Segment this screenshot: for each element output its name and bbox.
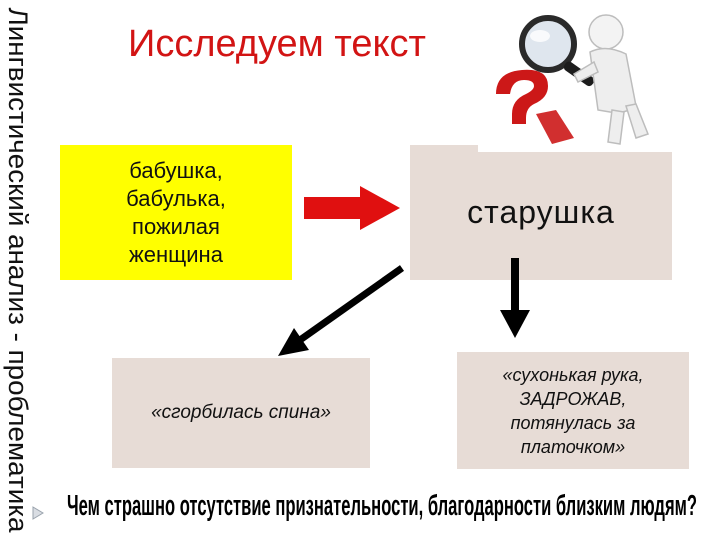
main-word-box: старушка (410, 145, 672, 280)
bottom-question-text: Чем страшно отсутствие признательности, … (67, 490, 697, 522)
detail-hand-text: «сухонькая рука, ЗАДРОЖАВ, потянулась за… (502, 364, 644, 457)
main-word-text: старушка (467, 194, 615, 230)
slide-title: Исследуем текст (128, 23, 426, 65)
synonyms-box: бабушка, бабулька, пожилая женщина (60, 145, 292, 280)
diagonal-down-left-arrow-icon (278, 265, 405, 356)
magnifier-figure-icon (496, 14, 649, 145)
bottom-question: Чем страшно отсутствие признательности, … (62, 487, 702, 523)
detail-back-box: «сгорбилась спина» (112, 358, 370, 468)
figure-icon (573, 14, 649, 145)
side-title-text: Лингвистический анализ - проблематика (3, 8, 33, 534)
detail-hand-box: «сухонькая рука, ЗАДРОЖАВ, потянулась за… (457, 352, 689, 469)
red-right-arrow-icon (304, 186, 400, 230)
chevron-right-icon[interactable] (32, 506, 44, 520)
detail-back-text: «сгорбилась спина» (151, 402, 331, 423)
synonyms-text: бабушка, бабулька, пожилая женщина (126, 157, 226, 267)
magnifier-icon (519, 15, 595, 87)
question-mark-icon (496, 69, 574, 144)
vertical-side-title: Лингвистический анализ - проблематика (0, 0, 38, 540)
box-notch (478, 145, 672, 152)
